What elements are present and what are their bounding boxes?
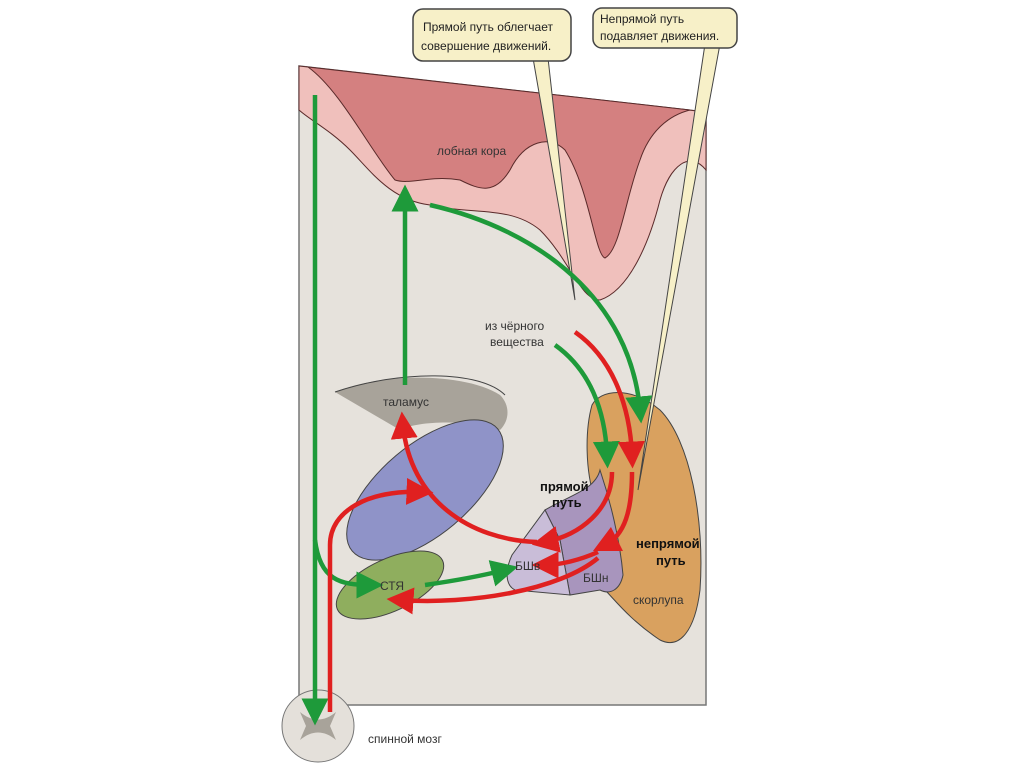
label-nigra-1: из чёрного [485, 319, 545, 333]
red-brainstem-arrow [327, 477, 434, 712]
label-thalamus: таламус [383, 395, 429, 409]
label-spinal-cord: спинной мозг [368, 732, 442, 746]
red-nigra-putamen-arrow [573, 330, 645, 469]
red-gpi-thalamus-arrow [390, 411, 538, 545]
callout-direct-line1: Прямой путь облегчает [423, 20, 553, 34]
cortex-frontal [306, 66, 691, 259]
label-indirect-path-1: непрямой [636, 536, 700, 551]
green-nigra-putamen-arrow [553, 343, 620, 469]
label-nigra-2: вещества [490, 335, 544, 349]
green-stn-gpi-arrow [424, 560, 519, 588]
red-gpe-stn-arrow [386, 556, 600, 615]
callout-direct-line2: совершение движений. [421, 39, 551, 53]
red-direct-arrow [531, 471, 615, 553]
green-cortex-stn-arrow [312, 539, 384, 599]
label-cortex: лобная кора [437, 144, 507, 158]
label-indirect-path-2: путь [656, 553, 686, 568]
callout-direct [412, 8, 572, 62]
label-gpi: БШв [515, 559, 540, 573]
green-cortex-putamen-arrow [429, 202, 653, 424]
red-gpe-gpi-arrow [531, 549, 599, 579]
callout-indirect-line1: Непрямой путь [600, 12, 684, 26]
red-indirect-arrow [592, 471, 635, 552]
label-gpe: БШн [583, 571, 609, 585]
callout-indirect-line2: подавляет движения. [600, 29, 719, 43]
callout-indirect [592, 7, 738, 49]
label-putamen: скорлупа [633, 593, 684, 607]
label-direct-path-2: путь [552, 495, 582, 510]
thalamus-shape [335, 377, 508, 430]
label-direct-path-1: прямой [540, 479, 589, 494]
label-stn: СТЯ [380, 579, 404, 593]
